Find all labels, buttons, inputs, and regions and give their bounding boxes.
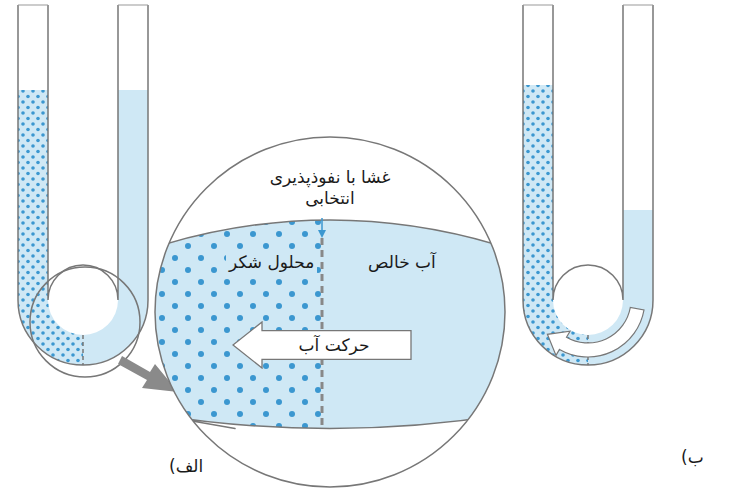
water-label: آب خالص: [365, 251, 439, 274]
magnified-membrane: [140, 137, 520, 487]
arrow-outline: [233, 322, 411, 368]
flow-arrow: حرکت آب: [232, 321, 412, 369]
solution-label: محلول شکر: [226, 251, 317, 274]
panel-label: ب): [678, 446, 707, 469]
membrane-label: غشا با نفوذپذیری انتخابی: [247, 166, 413, 211]
u-tube-b: [505, 0, 653, 490]
u-tube-a: [0, 0, 178, 490]
arrow-label: حرکت آب: [295, 335, 374, 355]
panel-label: الف): [166, 455, 206, 478]
